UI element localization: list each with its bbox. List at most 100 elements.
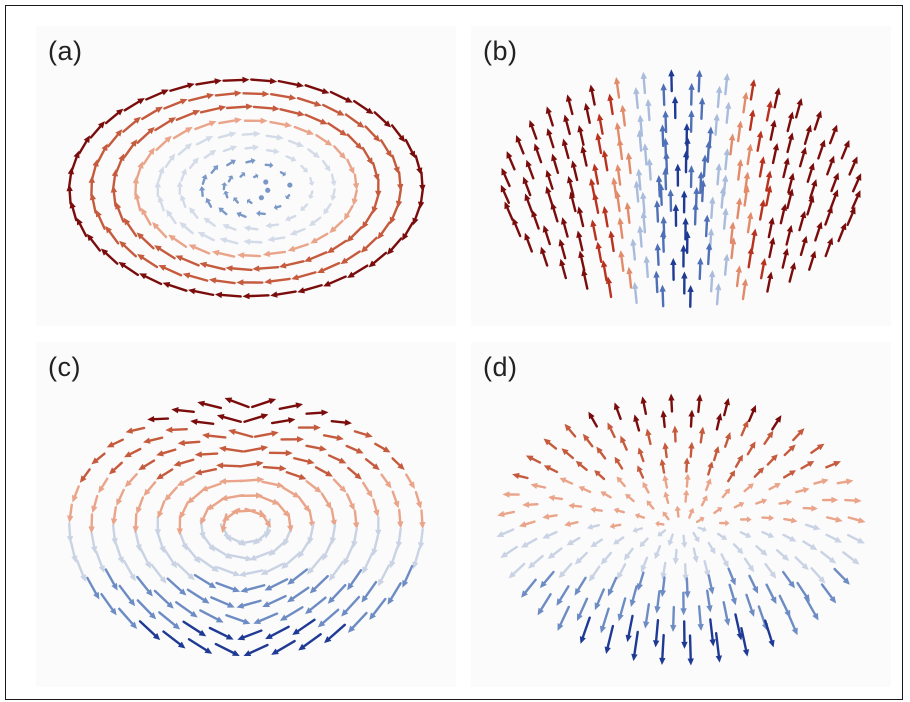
arrow-b — [688, 82, 695, 106]
arrow-d — [527, 554, 544, 569]
arrow-c — [190, 418, 215, 426]
arrow-b — [667, 189, 674, 213]
arrow-b — [723, 73, 730, 96]
arrow-b — [515, 135, 525, 155]
arrow-d — [634, 512, 646, 520]
arrow-b — [561, 217, 569, 238]
arrow-d — [782, 533, 797, 542]
arrow-c — [278, 402, 304, 411]
arrow-c — [136, 575, 153, 597]
arrow-c — [243, 413, 269, 423]
arrow-a — [118, 261, 140, 277]
arrow-a — [270, 93, 297, 101]
arrow-a — [346, 133, 363, 150]
arrow-c — [179, 501, 189, 520]
arrow-c — [320, 492, 332, 510]
arrow-b — [813, 110, 822, 131]
arrow-b — [632, 281, 639, 305]
arrow-a — [164, 153, 176, 169]
arrow-a — [219, 237, 239, 245]
arrow-b — [697, 257, 704, 281]
arrow-b — [637, 225, 644, 248]
arrow-c — [419, 509, 426, 530]
arrow-b — [630, 238, 637, 261]
arrow-b — [786, 188, 794, 210]
arrow-d — [800, 460, 815, 470]
arrow-b — [786, 132, 794, 154]
arrow-b — [545, 106, 554, 127]
arrow-a — [265, 222, 280, 229]
arrow-a — [317, 261, 341, 274]
arrow-b — [722, 207, 729, 230]
arrow-a — [347, 264, 369, 278]
arrow-b — [787, 172, 795, 194]
arrow-c — [182, 620, 207, 637]
arrow-d — [734, 454, 743, 468]
arrow-a — [310, 232, 329, 244]
arrow-d — [723, 397, 730, 417]
arrow-a — [158, 265, 183, 277]
arrow-b — [592, 163, 600, 185]
arrow-c — [197, 557, 220, 573]
arrow-d — [825, 460, 841, 469]
arrow-b — [624, 202, 632, 225]
arrow-c — [147, 415, 170, 423]
figure-frame: (a) (b) (c) (d) — [5, 5, 903, 700]
arrow-a — [401, 221, 414, 241]
arrow-b — [684, 230, 691, 254]
arrow-a — [135, 161, 144, 181]
arrow-b — [696, 69, 703, 93]
arrow-a — [239, 172, 246, 178]
arrow-d — [662, 474, 669, 489]
arrow-d — [502, 491, 520, 498]
arrow-b — [746, 143, 753, 166]
arrow-d — [836, 478, 854, 485]
arrow-d — [682, 563, 689, 582]
arrow-a — [300, 164, 308, 173]
arrow-a — [154, 245, 176, 260]
arrow-d — [625, 614, 634, 643]
arrow-b — [743, 184, 750, 207]
arrow-b — [697, 171, 705, 195]
arrow-a — [236, 211, 247, 218]
arrow-b — [533, 143, 543, 164]
arrow-a — [211, 249, 236, 258]
arrow-b — [736, 158, 744, 181]
arrow-c — [322, 540, 333, 561]
arrow-a — [389, 204, 399, 225]
arrow-c — [297, 424, 321, 431]
arrow-a — [188, 244, 211, 255]
arrow-a — [214, 291, 242, 299]
arrow-b — [633, 180, 641, 203]
arrow-b — [829, 189, 839, 210]
arrow-a — [419, 171, 426, 192]
arrow-a — [265, 187, 271, 193]
arrow-d — [813, 478, 829, 485]
arrow-c — [194, 468, 218, 476]
arrow-a — [346, 158, 355, 175]
arrow-b — [659, 284, 666, 308]
arrow-c — [395, 527, 403, 549]
arrow-d — [600, 551, 613, 565]
arrow-b — [687, 284, 694, 308]
arrow-c — [156, 468, 174, 480]
arrow-a — [242, 90, 270, 98]
arrow-c — [125, 426, 146, 434]
arrow-c — [175, 562, 195, 581]
arrow-d — [713, 445, 720, 462]
arrow-a — [291, 271, 317, 281]
arrow-a — [390, 124, 406, 143]
arrow-b — [546, 128, 555, 149]
arrow-a — [377, 221, 391, 240]
arrow-d — [497, 510, 516, 518]
arrow-d — [802, 505, 818, 512]
arrow-a — [107, 129, 123, 148]
arrow-a — [304, 113, 328, 125]
arrow-c — [292, 618, 316, 636]
arrow-c — [138, 620, 161, 641]
arrow-b — [724, 101, 732, 124]
arrow-d — [672, 548, 680, 565]
arrow-d — [564, 423, 577, 438]
arrow-c — [202, 432, 227, 439]
arrow-b — [504, 201, 514, 221]
